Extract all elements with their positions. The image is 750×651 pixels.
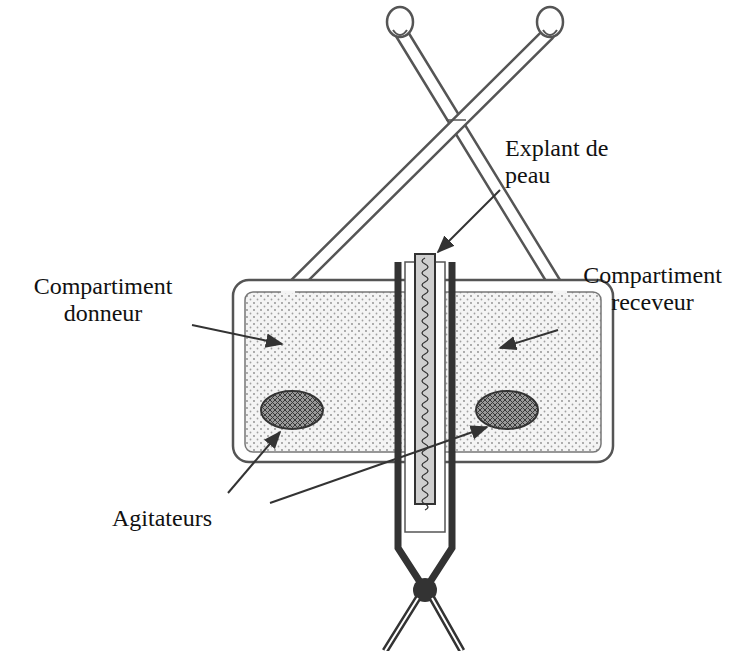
stirrer — [261, 391, 323, 429]
part-label: Compartiment donneur — [8, 273, 198, 327]
stirrer — [476, 391, 538, 429]
leader-line — [192, 190, 558, 503]
skin-explant — [415, 254, 435, 510]
part-label: Agitateurs — [112, 505, 282, 532]
part-label: Compartiment receveur — [560, 262, 745, 316]
part-label: Explant de peau — [505, 135, 615, 189]
